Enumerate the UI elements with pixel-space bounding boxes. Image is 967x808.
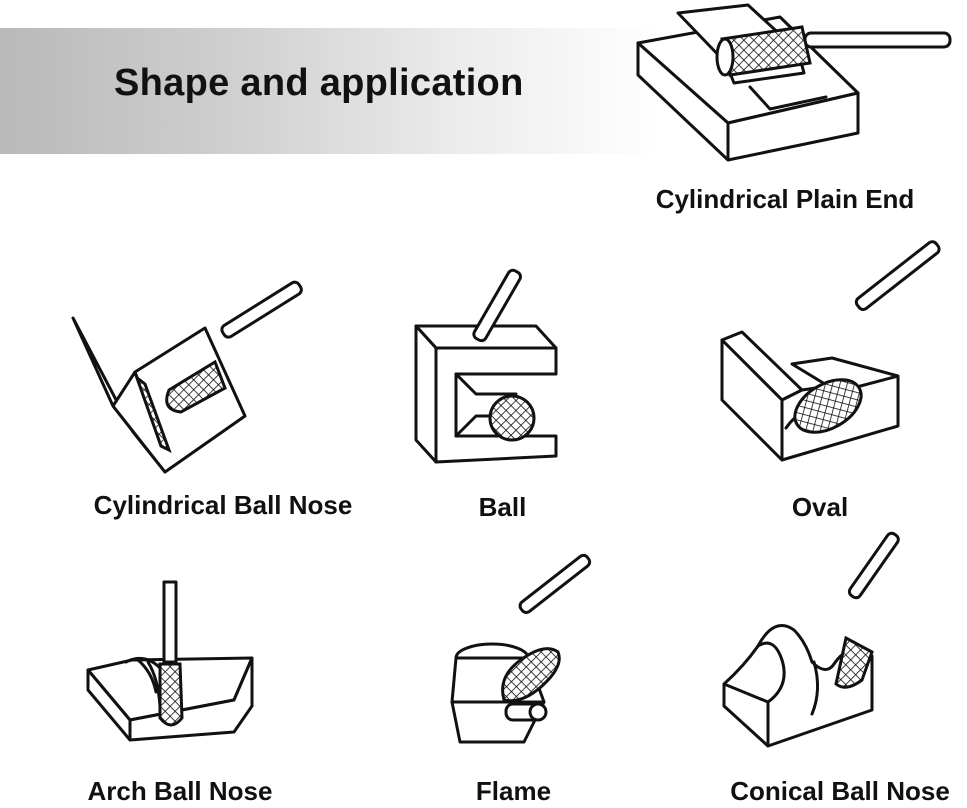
shape-label-oval: Oval [791, 492, 849, 522]
conical-ball-nose-icon [722, 531, 922, 750]
cylindrical-ball-nose-icon [65, 280, 315, 480]
shape-label-arch-ball-nose: Arch Ball Nose [87, 776, 273, 806]
page-title: Shape and application [114, 62, 524, 104]
shape-label-cylindrical-plain-end: Cylindrical Plain End [655, 184, 915, 214]
cylindrical-plain-end-icon [630, 3, 960, 165]
shape-label-flame: Flame [475, 776, 552, 806]
ball-icon [412, 268, 602, 466]
shape-label-conical-ball-nose: Conical Ball Nose [730, 776, 950, 806]
shape-label-ball: Ball [478, 492, 527, 522]
flame-icon [450, 553, 632, 762]
header-banner [0, 28, 660, 154]
oval-icon [718, 240, 958, 466]
shape-label-cylindrical-ball-nose: Cylindrical Ball Nose [93, 490, 353, 520]
arch-ball-nose-icon [86, 580, 256, 752]
